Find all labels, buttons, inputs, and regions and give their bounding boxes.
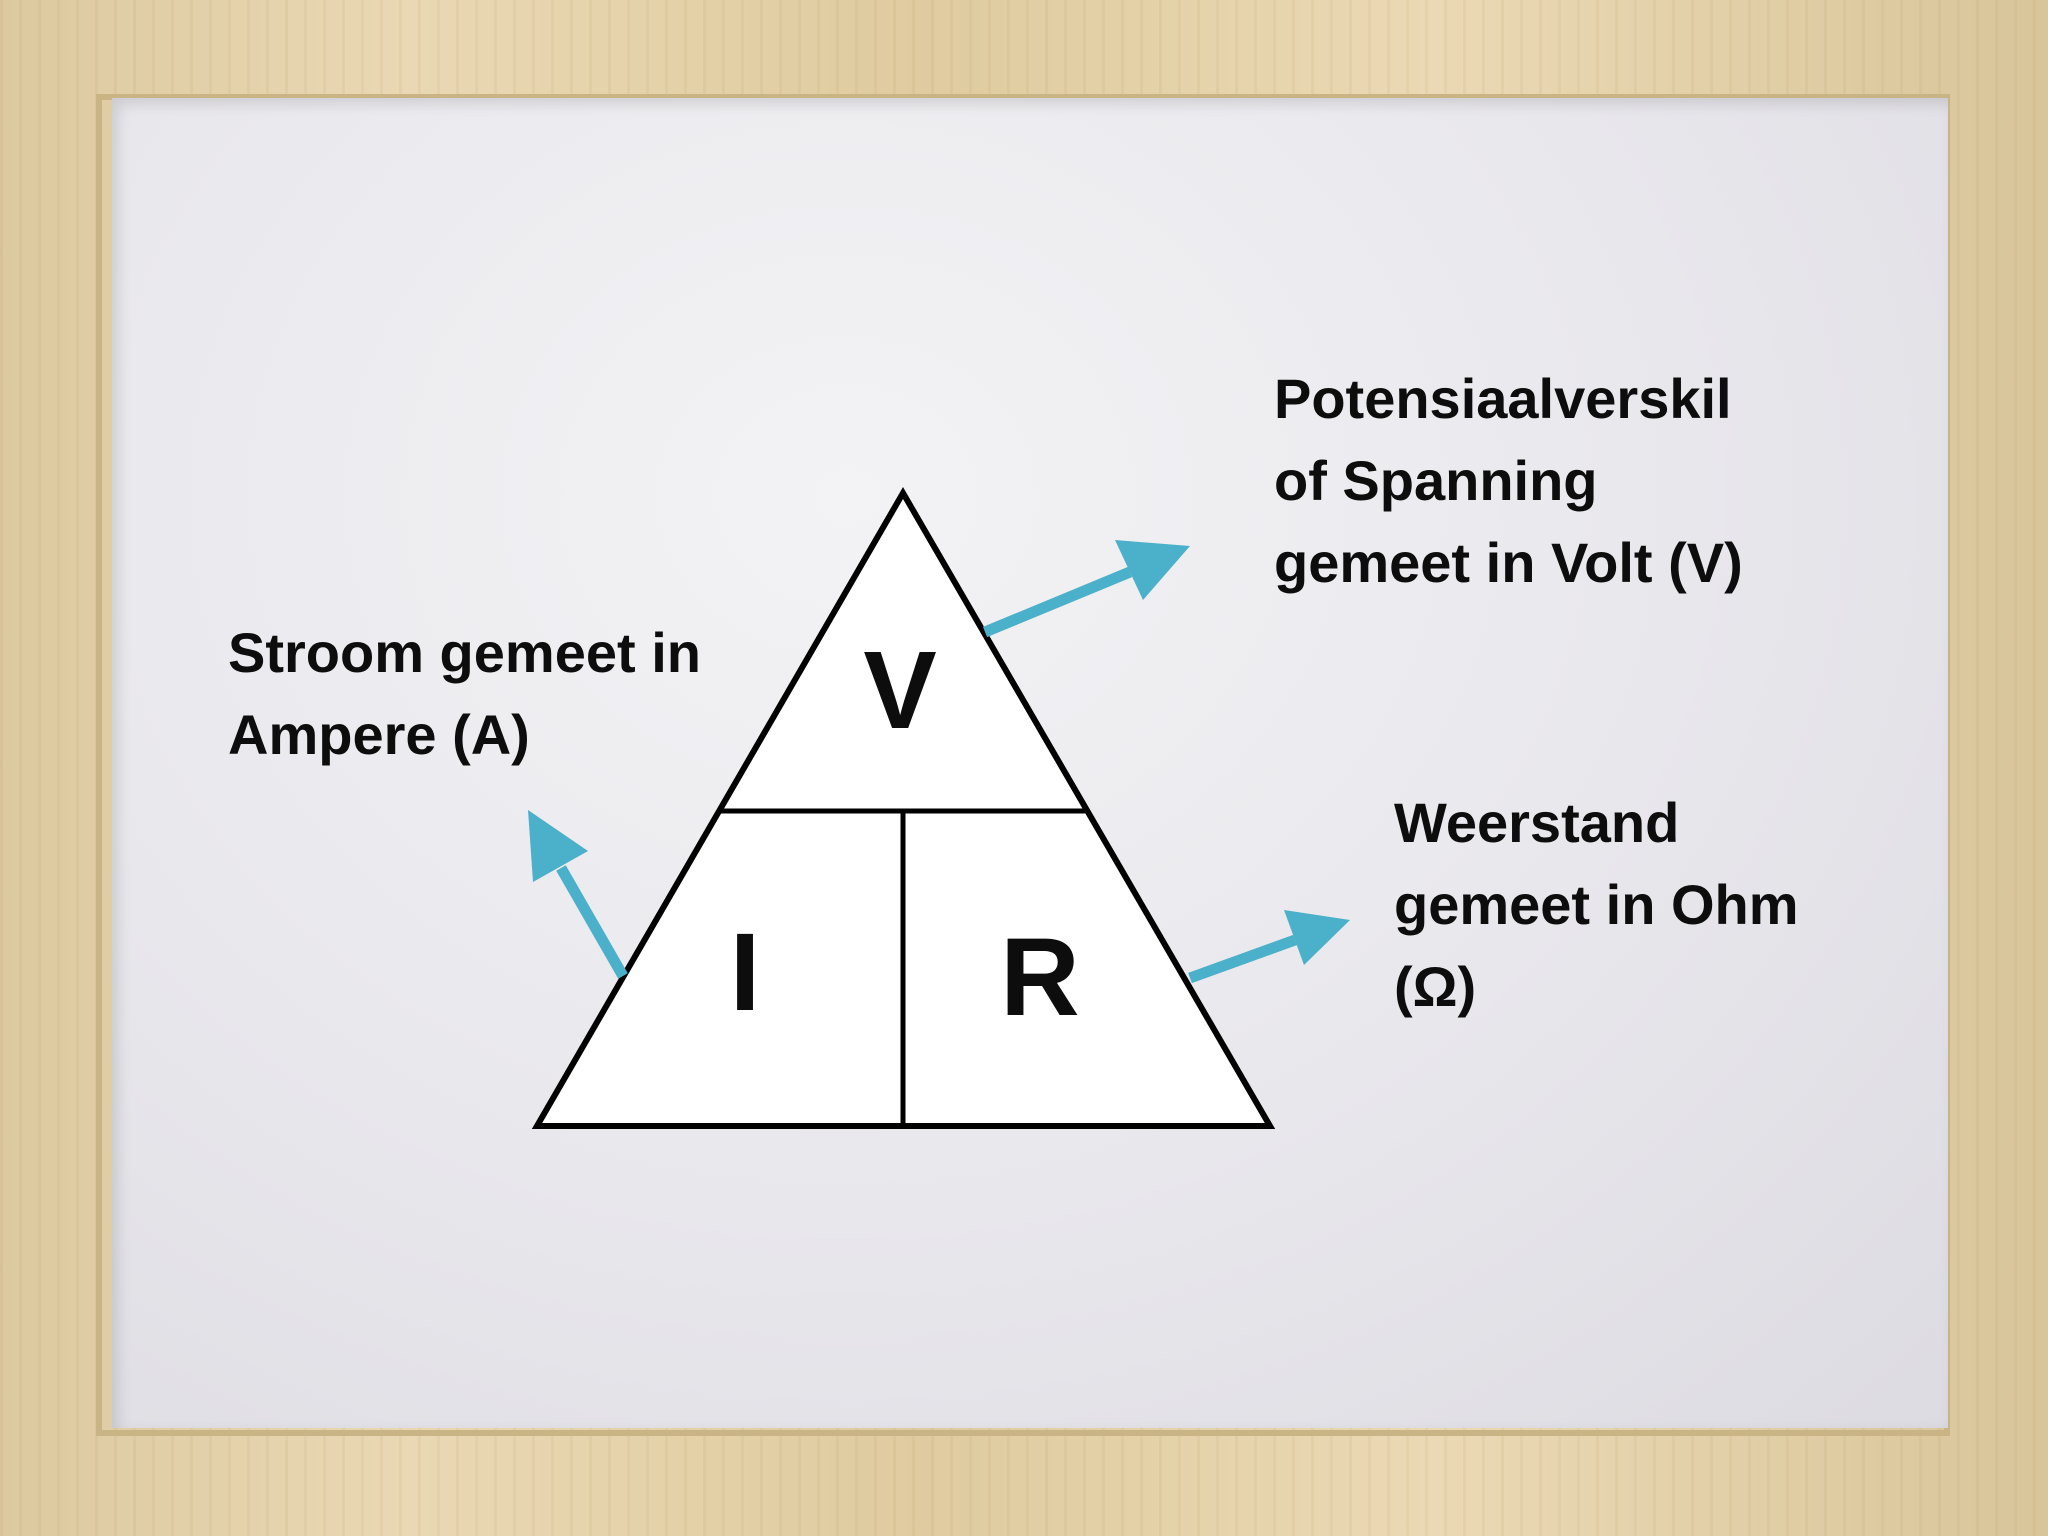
current-label: Stroom gemeet in Ampere (A) [228, 621, 701, 766]
current-letter: I [730, 911, 761, 1034]
voltage-letter: V [863, 629, 936, 752]
current-arrow [528, 810, 628, 979]
resistance-label: Weerstand gemeet in Ohm (Ω) [1394, 791, 1799, 1018]
resistance-arrow [1188, 910, 1350, 984]
voltage-label: Potensiaalverskil of Spanning gemeet in … [1274, 367, 1743, 594]
voltage-arrow [982, 540, 1190, 638]
resistance-letter: R [1000, 916, 1079, 1039]
